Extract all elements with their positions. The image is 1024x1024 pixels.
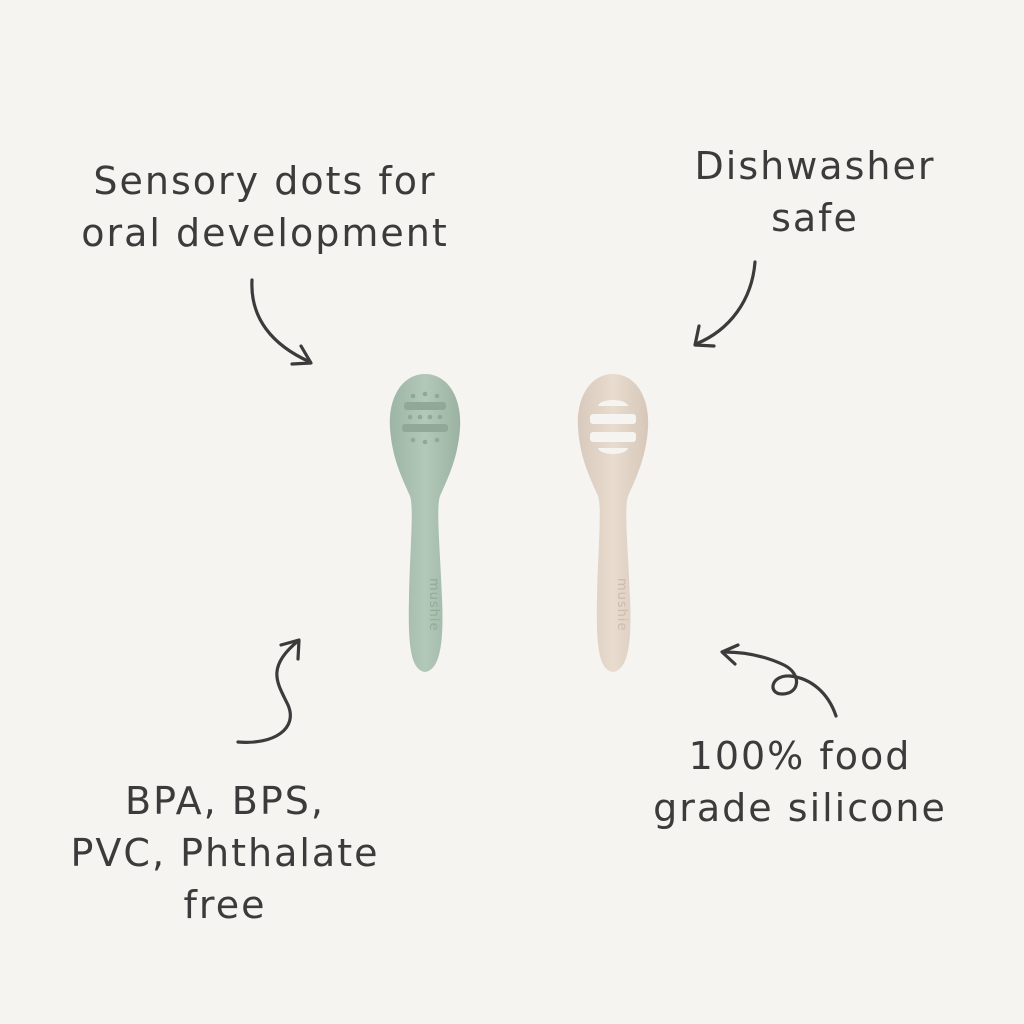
food-grade-silicone-callout: 100% food grade silicone: [630, 730, 970, 834]
bpa-callout-line2: PVC, Phthalate: [70, 831, 380, 875]
sensory-dots-callout: Sensory dots for oral development: [60, 155, 470, 259]
dishwasher-callout-line2: safe: [771, 196, 859, 240]
sensory-callout-line2: oral development: [81, 211, 449, 255]
green-spoon-body: [389, 374, 461, 672]
green-spoon-brand: mushie: [426, 578, 441, 632]
sensory-arrow-icon: [250, 278, 313, 366]
dishwasher-callout-line1: Dishwasher: [694, 144, 936, 188]
sensory-callout-line1: Sensory dots for: [93, 159, 437, 203]
beige-spoon: mushie: [577, 374, 649, 672]
dishwasher-safe-callout: Dishwasher safe: [660, 140, 970, 244]
beige-spoon-brand: mushie: [614, 578, 629, 632]
spoon-slots-icon: [590, 400, 636, 454]
silicone-callout-line1: 100% food: [688, 734, 912, 778]
green-spoon: mushie: [389, 374, 461, 672]
dishwasher-arrow-icon: [693, 260, 757, 348]
bpa-callout-line1: BPA, BPS,: [125, 779, 325, 823]
bpa-callout-line3: free: [183, 883, 267, 927]
sensory-dots-icon: [402, 391, 448, 445]
bpa-free-callout: BPA, BPS, PVC, Phthalate free: [40, 775, 410, 931]
beige-spoon-body: [577, 374, 649, 672]
silicone-callout-line2: grade silicone: [653, 786, 947, 830]
bpa-arrow-icon: [236, 638, 301, 744]
silicone-arrow-icon: [720, 643, 838, 718]
